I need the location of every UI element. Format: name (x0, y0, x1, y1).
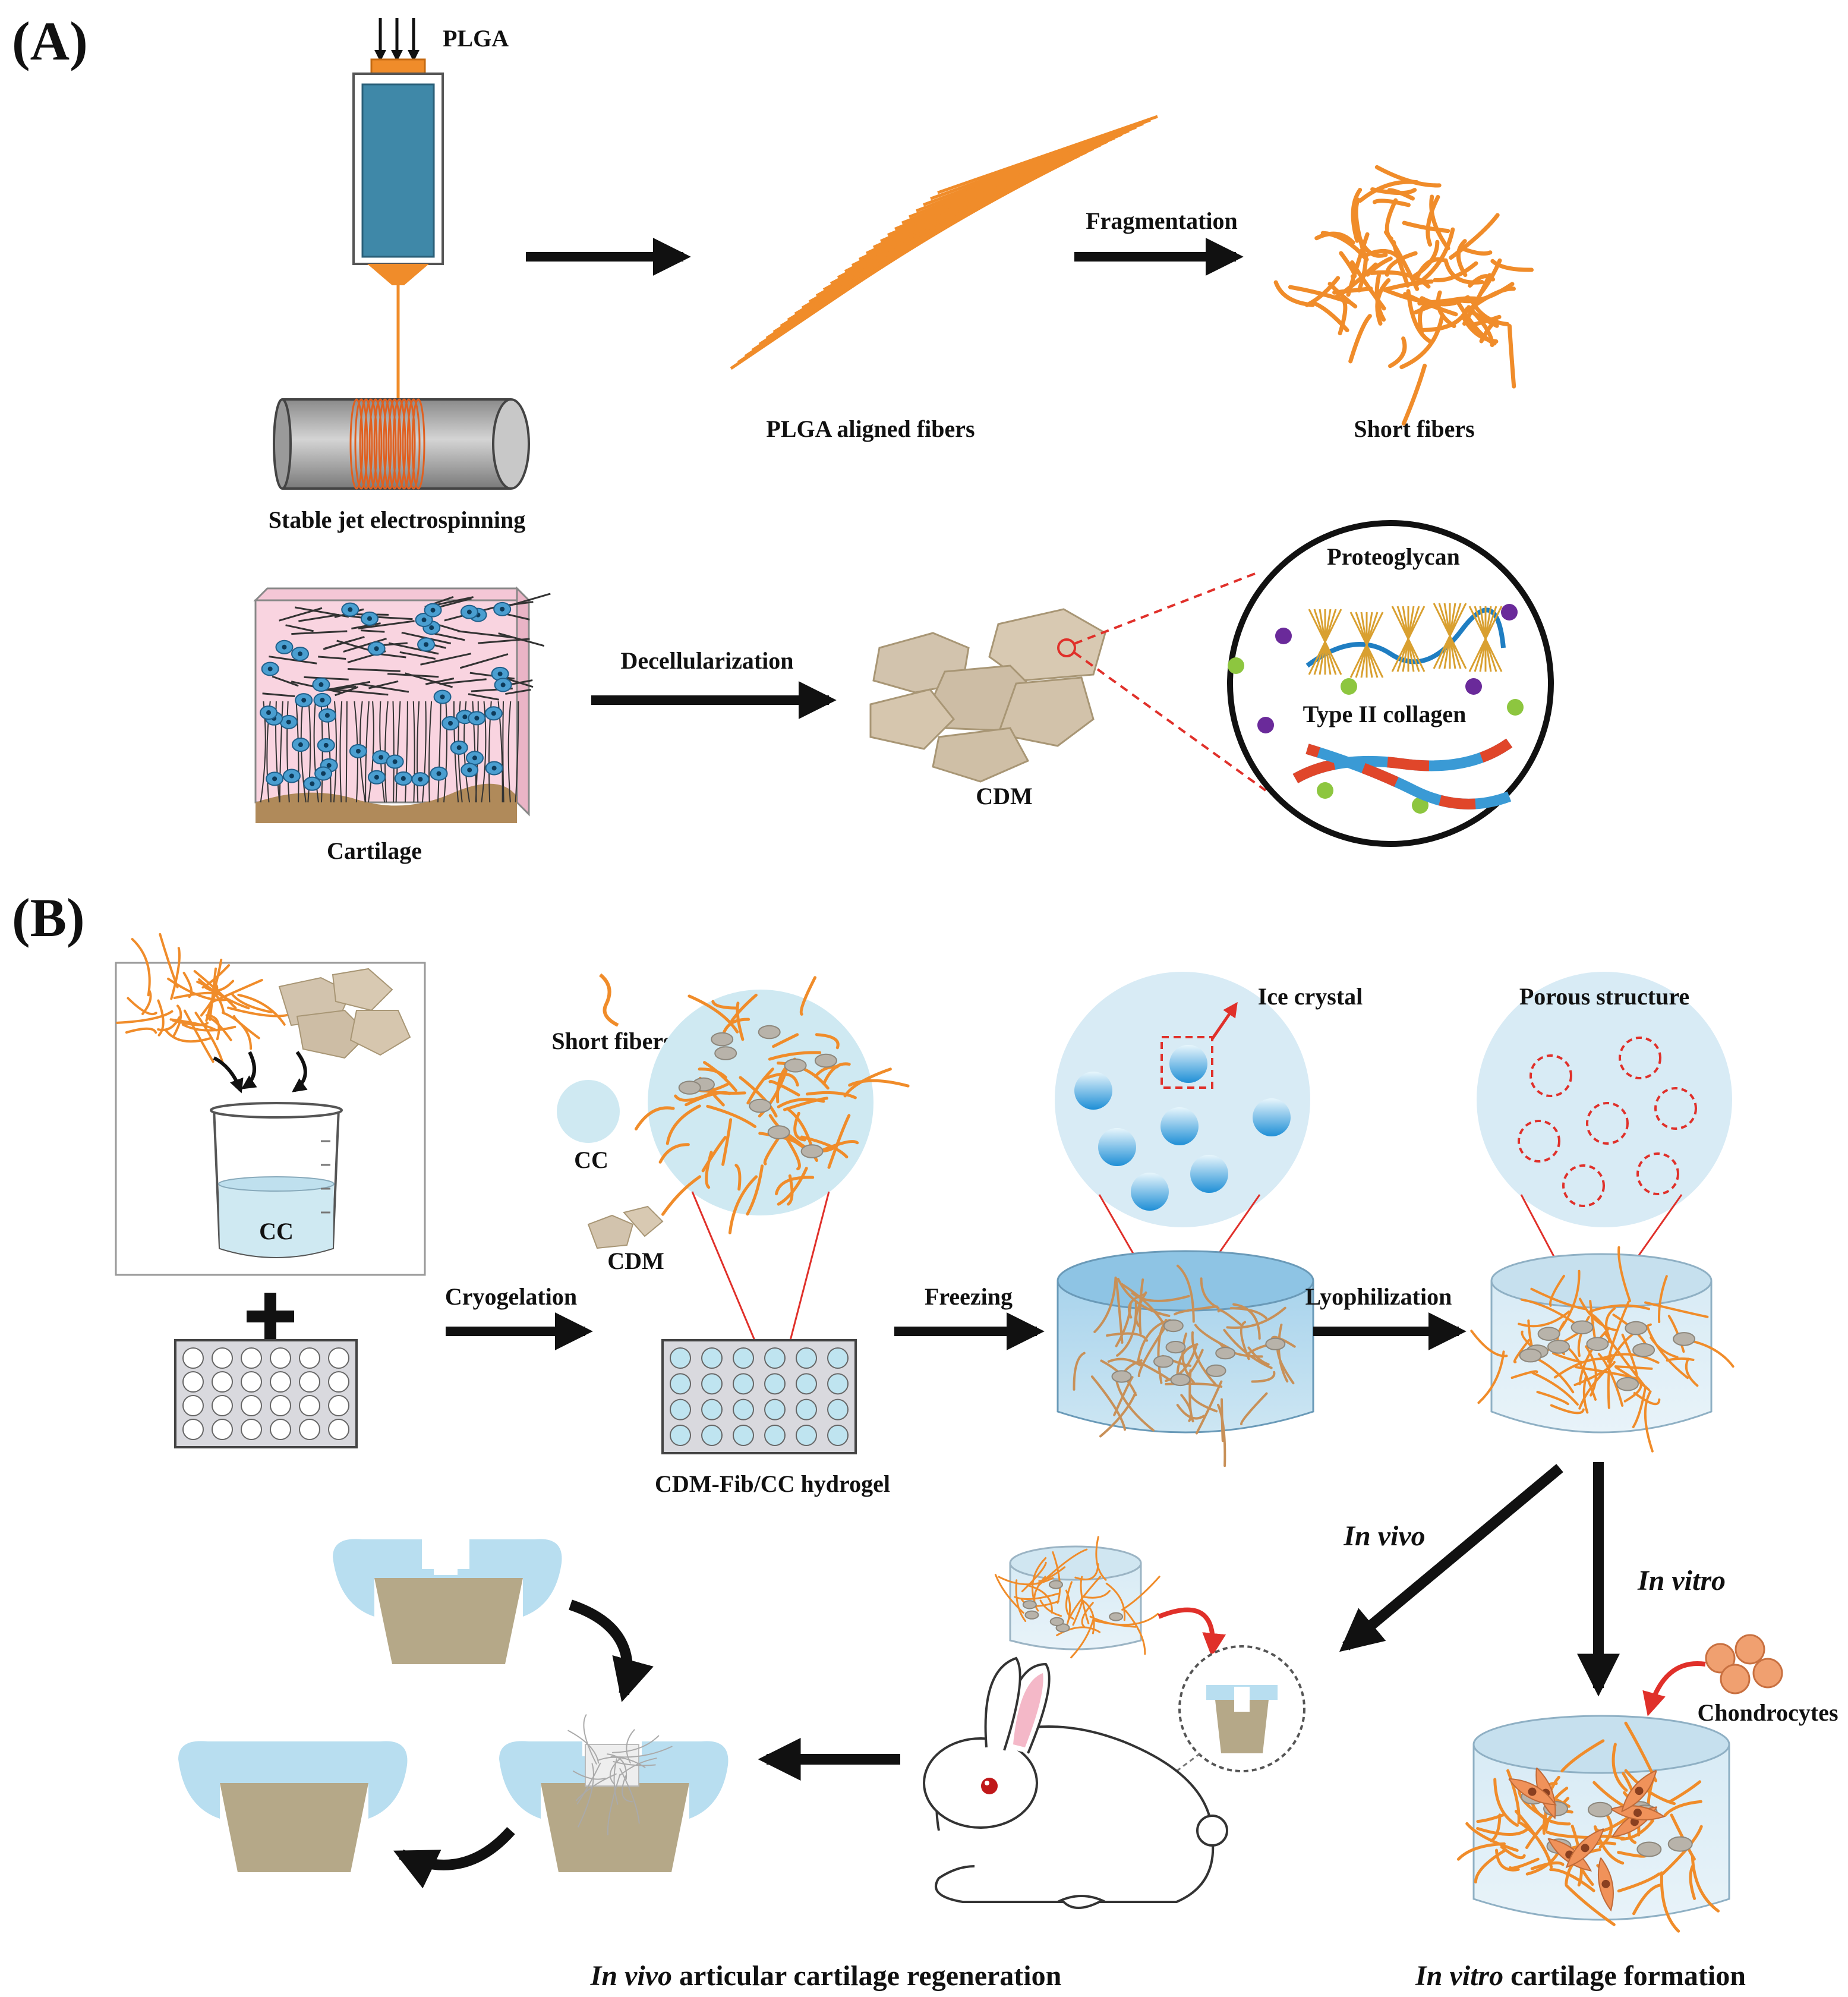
beaker-cc-label: CC (259, 1218, 294, 1245)
decellularization-label: Decellularization (620, 647, 793, 674)
ecm-magnified-circle (1227, 520, 1554, 847)
plus-sign (247, 1293, 294, 1340)
hydrogel-legend (557, 973, 664, 1249)
porous-zoom (1477, 972, 1732, 1296)
porous-structure-label: Porous structure (1519, 983, 1689, 1010)
joint-regenerated (178, 1741, 408, 1872)
syringe-electrospinner (352, 18, 444, 401)
frozen-cylinder (1057, 1250, 1314, 1467)
chondrocytes-label: Chondrocytes (1697, 1699, 1838, 1726)
rabbit (923, 1656, 1228, 1909)
small-scaffold (994, 1536, 1226, 1659)
lyophilization-label: Lyophilization (1305, 1283, 1452, 1310)
short-fibers-cluster (1273, 165, 1534, 426)
collagen-label: Type II collagen (1303, 701, 1467, 727)
cdm-particles (869, 571, 1267, 792)
caption-in-vivo: In vivo articular cartilage regeneration (590, 1960, 1062, 1992)
legend-short-fibers: Short fibers (551, 1028, 672, 1054)
ice-crystal-label: Ice crystal (1258, 983, 1363, 1010)
arrow-in-vivo (1339, 1464, 1563, 1652)
collector-roller (273, 398, 530, 490)
in-vivo-label: In vivo (1343, 1520, 1425, 1552)
cell-seeded-cylinder (1456, 1715, 1730, 1933)
plga-aligned-fibers (730, 115, 1158, 370)
fragmentation-label: Fragmentation (1086, 207, 1238, 234)
curved-arrow-down (569, 1599, 654, 1702)
legend-cc: CC (574, 1146, 608, 1173)
short-fibers-label: Short fibers (1354, 415, 1474, 442)
freezing-label: Freezing (925, 1283, 1013, 1310)
hydrogel-label: CDM-Fib/CC hydrogel (655, 1470, 890, 1497)
plga-label: PLGA (443, 25, 509, 52)
cryogelation-label: Cryogelation (445, 1283, 577, 1310)
panel-b-label: (B) (12, 887, 85, 948)
hydrogel-zoom (634, 976, 910, 1341)
aligned-fibers-label: PLGA aligned fibers (766, 415, 975, 442)
mixing-box (115, 933, 426, 1276)
cartilage-block (253, 586, 551, 823)
proteoglycan-label: Proteoglycan (1327, 543, 1460, 570)
cdm-label: CDM (976, 783, 1033, 809)
electrospinning-label: Stable jet electrospinning (269, 506, 526, 533)
porous-cylinder (1470, 1246, 1735, 1453)
curved-arrow-left (393, 1826, 515, 1889)
joint-defect (333, 1539, 562, 1664)
well-plate-hydrogel (661, 1339, 857, 1454)
chondrocytes-icon (1642, 1634, 1783, 1716)
well-plate-empty (174, 1339, 358, 1448)
ice-crystal-zoom (1055, 972, 1310, 1293)
legend-cdm: CDM (607, 1248, 664, 1274)
panel-a-label: (A) (12, 11, 88, 71)
implant-zoom-circle (1128, 1645, 1305, 1808)
in-vitro-label: In vitro (1637, 1565, 1726, 1596)
cartilage-label: Cartilage (327, 837, 422, 864)
joint-with-scaffold (499, 1714, 729, 1872)
caption-in-vitro: In vitro cartilage formation (1415, 1960, 1746, 1992)
